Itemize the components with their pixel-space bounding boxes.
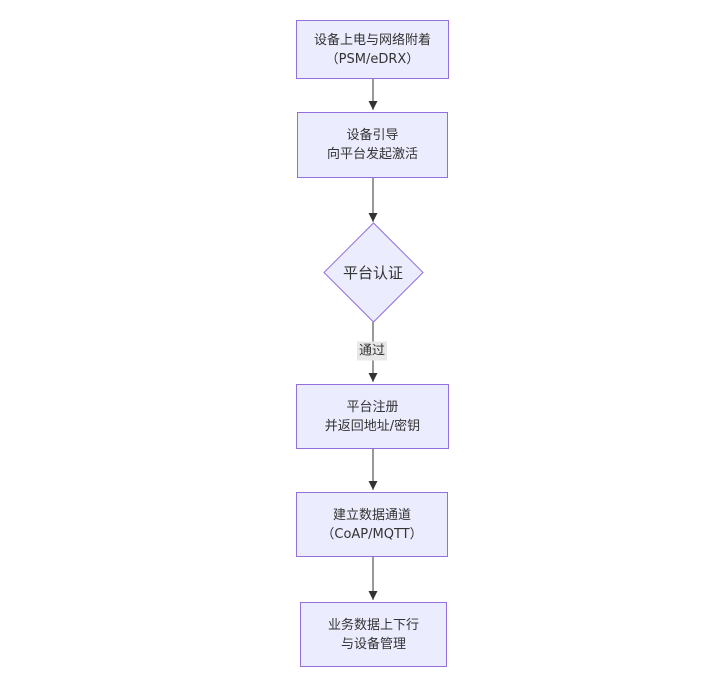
node-line: 平台认证 xyxy=(342,263,403,282)
node-line: （CoAP/MQTT） xyxy=(321,526,423,542)
node-power-attach: 设备上电与网络附着 （PSM/eDRX） xyxy=(296,20,449,79)
node-line: 建立数据通道 xyxy=(332,507,411,523)
node-business: 业务数据上下行 与设备管理 xyxy=(300,602,447,667)
node-line: 设备引导 xyxy=(346,128,399,143)
node-line: 并返回地址/密钥 xyxy=(324,418,421,434)
node-line: 业务数据上下行 xyxy=(327,617,419,633)
node-line: （PSM/eDRX） xyxy=(325,51,420,67)
node-register: 平台注册 并返回地址/密钥 xyxy=(296,384,449,449)
node-line: 与设备管理 xyxy=(340,636,406,652)
node-line: 向平台发起激活 xyxy=(326,147,418,162)
node-line: 平台注册 xyxy=(346,399,399,415)
node-bootstrap: 设备引导 向平台发起激活 xyxy=(297,112,448,178)
node-data-channel: 建立数据通道 （CoAP/MQTT） xyxy=(296,492,448,557)
node-line: 设备上电与网络附着 xyxy=(313,32,431,48)
edge-label-pass: 通过 xyxy=(356,341,388,361)
node-platform-auth: 平台认证 xyxy=(323,222,424,323)
